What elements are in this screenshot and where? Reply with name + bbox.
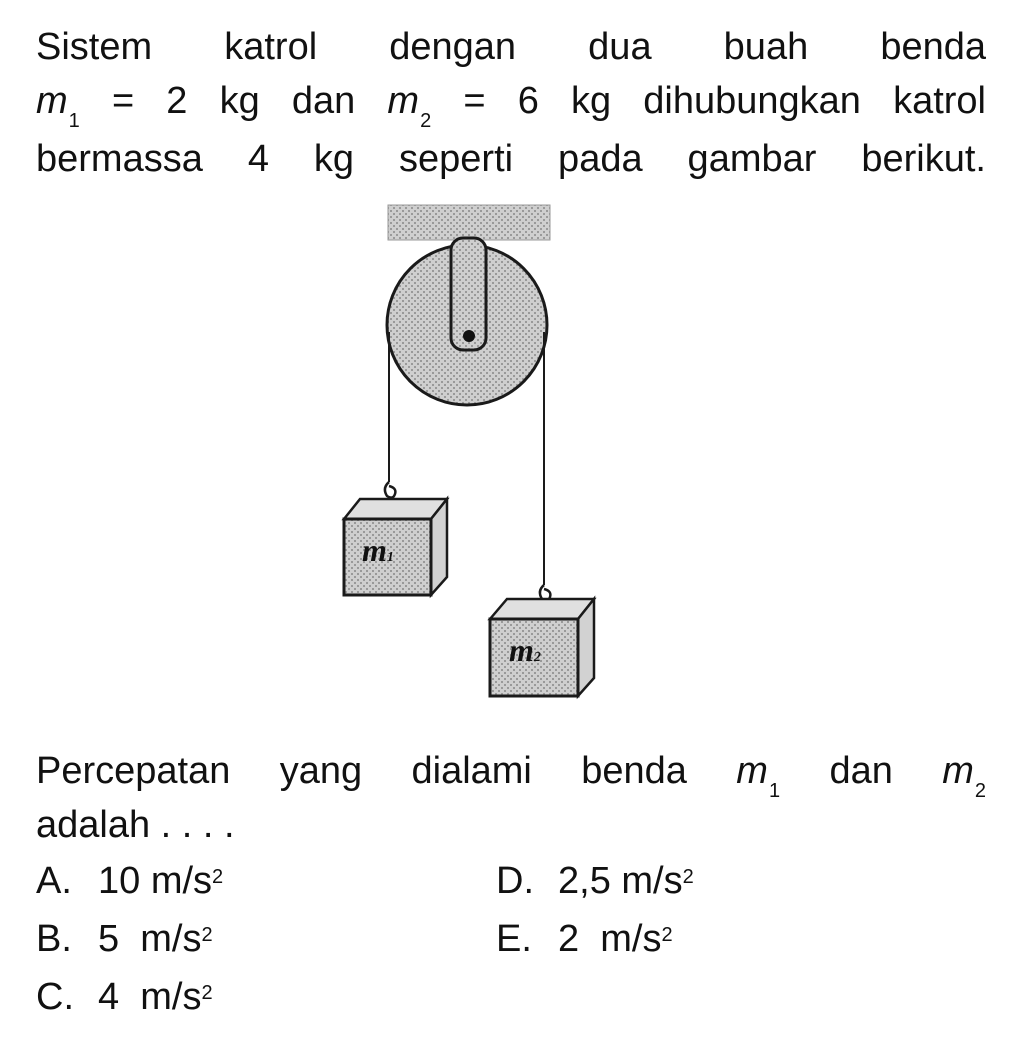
m2-symbol: m2: [387, 80, 432, 132]
pulley-bracket: [449, 236, 488, 352]
m2-value: = 6 kg dihubungkan katrol: [463, 80, 986, 122]
option-b[interactable]: B.5 m/s2: [36, 918, 213, 960]
option-a[interactable]: A.10 m/s2: [36, 860, 224, 902]
block-m1-label: m1: [362, 532, 394, 568]
intro-line-2: m1 = 2 kg dan m2 = 6 kg dihubungkan katr…: [36, 76, 986, 132]
option-c[interactable]: C.4 m/s2: [36, 976, 213, 1018]
prompt-line-2: adalah . . . .: [36, 804, 235, 846]
prompt-m2: m2: [942, 750, 987, 802]
hook-1: [383, 481, 397, 499]
option-d[interactable]: D.2,5 m/s2: [496, 860, 694, 902]
intro-line-3: bermassa 4 kg seperti pada gambar beriku…: [36, 138, 986, 180]
pulley-axle: [463, 330, 475, 342]
block-m1: [341, 495, 450, 599]
block-m2-label: m2: [509, 632, 541, 668]
prompt-line-1: Percepatan yang dialami benda m1 dan m2: [36, 750, 987, 802]
ceiling-support: [387, 204, 551, 241]
intro-line-1: Sistem katrol dengan dua buah benda: [36, 26, 986, 68]
block-m2: [487, 595, 597, 700]
m1-value: = 2 kg dan: [111, 80, 356, 122]
m1-symbol: m1: [36, 80, 80, 132]
option-e[interactable]: E.2 m/s2: [496, 918, 673, 960]
prompt-m1: m1: [736, 750, 781, 802]
